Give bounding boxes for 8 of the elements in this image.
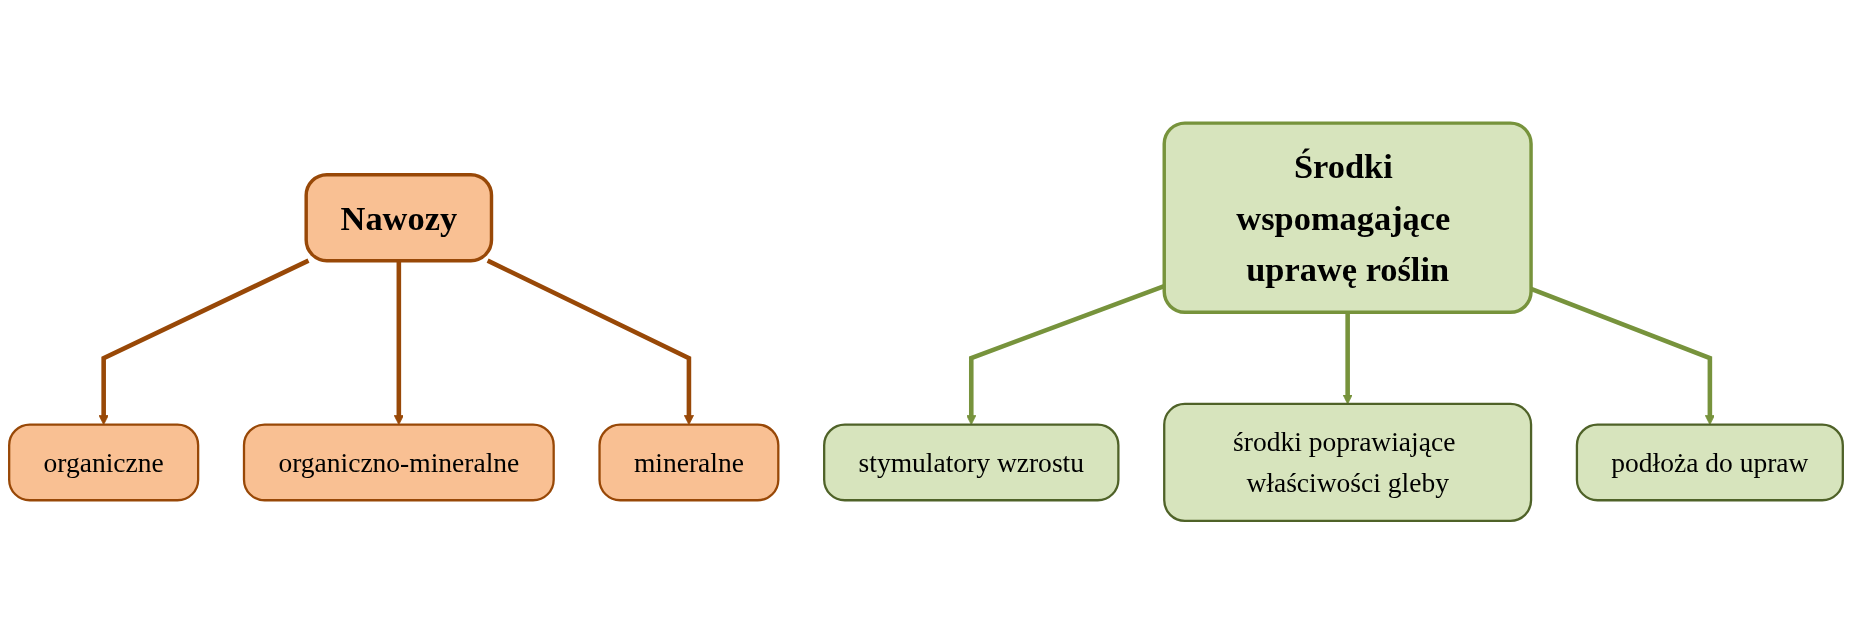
node-box: środki poprawiające właściwości gleby <box>1163 402 1533 523</box>
node-box: organiczno-mineralne <box>242 423 555 502</box>
node-box: stymulatory wzrostu <box>823 423 1120 502</box>
node-box: Środki wspomagające uprawę roślin <box>1162 121 1533 314</box>
node-box: mineralne <box>598 423 780 502</box>
node-box: podłoża do upraw <box>1575 423 1844 502</box>
node-box: organiczne <box>8 423 200 502</box>
node-box: Nawozy <box>304 172 494 263</box>
